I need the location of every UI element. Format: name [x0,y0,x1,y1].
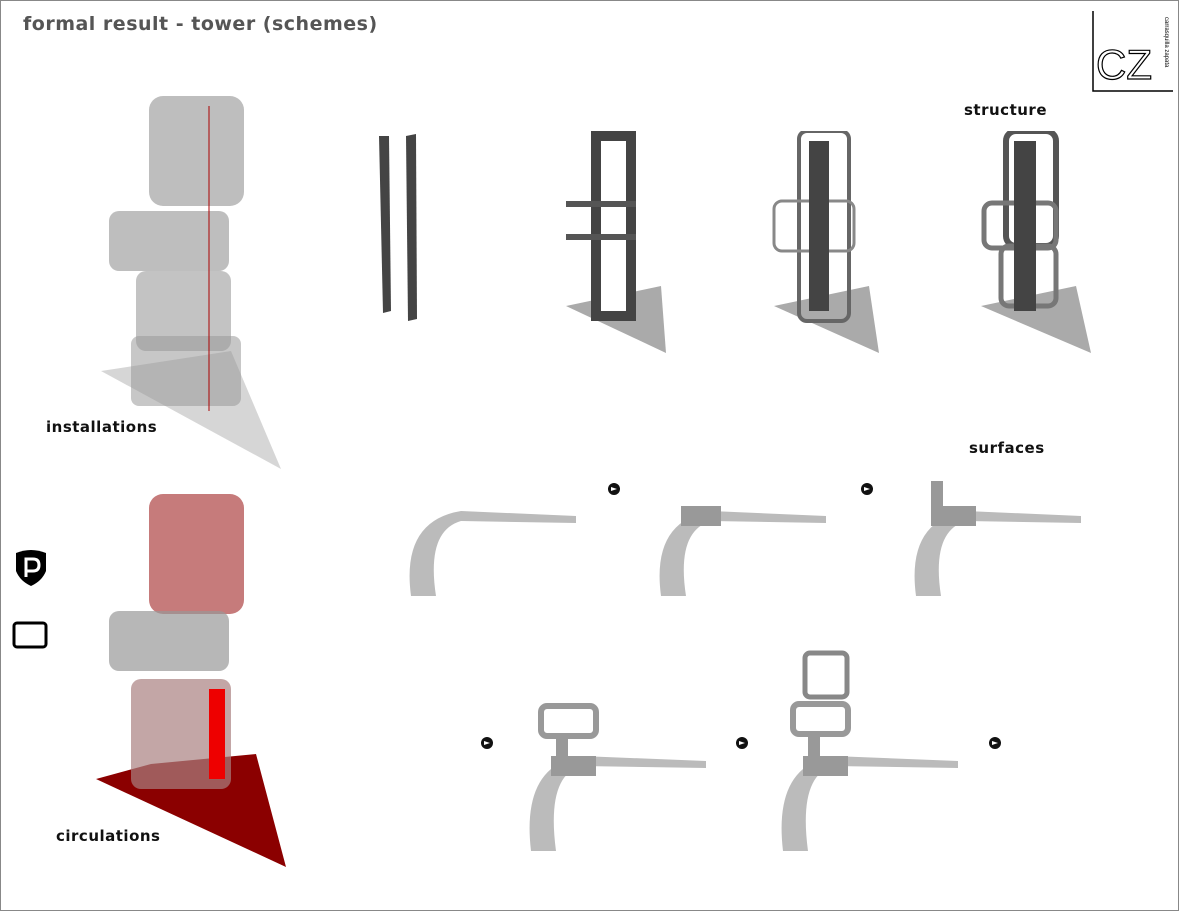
surfaces-step-3 [914,481,1081,596]
surfaces-step-2 [659,506,826,596]
surfaces-step-5 [781,650,958,851]
label-structure: structure [964,101,1047,119]
structure-step-2 [566,131,666,353]
label-surfaces: surfaces [969,439,1045,457]
next-arrow-icon [989,737,1001,749]
parking-shield-icon [16,550,46,586]
circulations-render [96,494,286,867]
label-circulations: circulations [56,827,161,845]
circulation-loop-icon [12,621,48,649]
logo-text: carrasquilla zapata [1163,17,1169,68]
label-installations: installations [46,418,158,436]
installations-render [101,96,281,469]
next-arrow-icon [861,483,873,495]
structure-step-1 [379,134,417,321]
surfaces-step-4 [529,703,706,851]
logo-letters: CZ [1096,41,1152,88]
page-title: formal result - tower (schemes) [23,13,378,35]
structure-step-4 [981,131,1091,353]
logo: CZ carrasquilla zapata [1092,11,1173,92]
next-arrow-icon [608,483,620,495]
surfaces-step-1 [409,511,576,596]
structure-step-3 [772,131,879,353]
next-arrow-icon [736,737,748,749]
next-arrow-icon [481,737,493,749]
